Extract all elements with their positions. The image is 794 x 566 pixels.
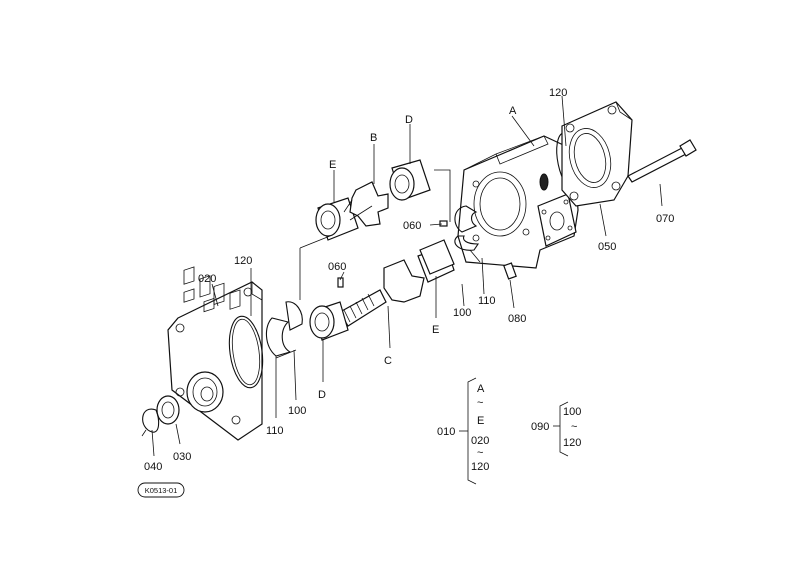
housing-a	[457, 135, 579, 269]
legend-010-item-1: A	[477, 383, 485, 395]
assembly-lines	[299, 169, 451, 300]
legend-010-code: 010	[437, 426, 455, 438]
legend-090-item-1: 100	[563, 406, 581, 418]
end-plate-020	[167, 266, 263, 441]
callout-060-left: 060	[328, 261, 346, 273]
bushing-e-right	[419, 239, 455, 275]
callout-030: 030	[173, 451, 191, 463]
drive-gear-b	[343, 181, 389, 227]
legend-010-item-3: E	[477, 415, 484, 427]
callout-120-top: 120	[549, 87, 567, 99]
drawing-code-stamp: K0513-01	[137, 482, 185, 498]
o-ring-120-left	[228, 315, 264, 389]
legend-090-item-3: 120	[563, 437, 581, 449]
callout-100-left: 100	[288, 405, 306, 417]
callout-070: 070	[656, 213, 674, 225]
legend-010-item-4: 020	[471, 435, 489, 447]
callout-e-right: E	[432, 324, 439, 336]
cover-050	[561, 101, 633, 207]
bolt-070	[627, 139, 697, 183]
callout-110-left: 110	[266, 425, 284, 437]
bushing-d-top	[389, 159, 431, 201]
callout-120-left: 120	[234, 255, 252, 267]
legend-010-item-2: ~	[477, 397, 483, 409]
pin-080	[503, 262, 517, 280]
callout-e-top: E	[329, 159, 336, 171]
dowel-pin-060-top	[439, 220, 448, 227]
drawing-code-text: K0513-01	[145, 486, 178, 495]
callout-110-right: 110	[478, 295, 496, 307]
legend-010-item-5: ~	[477, 447, 483, 459]
callout-050: 050	[598, 241, 616, 253]
callout-a: A	[509, 105, 517, 117]
oil-seal-030	[156, 395, 180, 425]
seal-100-110-left	[265, 301, 303, 359]
callout-080: 080	[508, 313, 526, 325]
legend-set-090: 090 100 ~ 120	[531, 401, 581, 457]
legend-010-item-6: 120	[471, 461, 489, 473]
seal-100-110-right	[454, 205, 481, 263]
callout-b: B	[370, 132, 377, 144]
legend-set-010: 010 A ~ E 020 ~ 120	[437, 377, 489, 485]
snap-ring-040	[141, 408, 160, 437]
callout-d-top: D	[405, 114, 413, 126]
bushing-d-bottom	[309, 301, 349, 341]
callout-100-right: 100	[453, 307, 471, 319]
callout-020: 020	[198, 273, 216, 285]
callout-c: C	[384, 355, 392, 367]
callout-d-bottom: D	[318, 389, 326, 401]
legend-090-item-2: ~	[571, 421, 577, 433]
legend-090-code: 090	[531, 421, 549, 433]
callout-060-top: 060	[403, 220, 421, 232]
leader-lines	[151, 95, 663, 457]
bushing-e-top	[315, 197, 359, 241]
callout-040: 040	[144, 461, 162, 473]
dowel-pin-060-left	[337, 277, 344, 288]
